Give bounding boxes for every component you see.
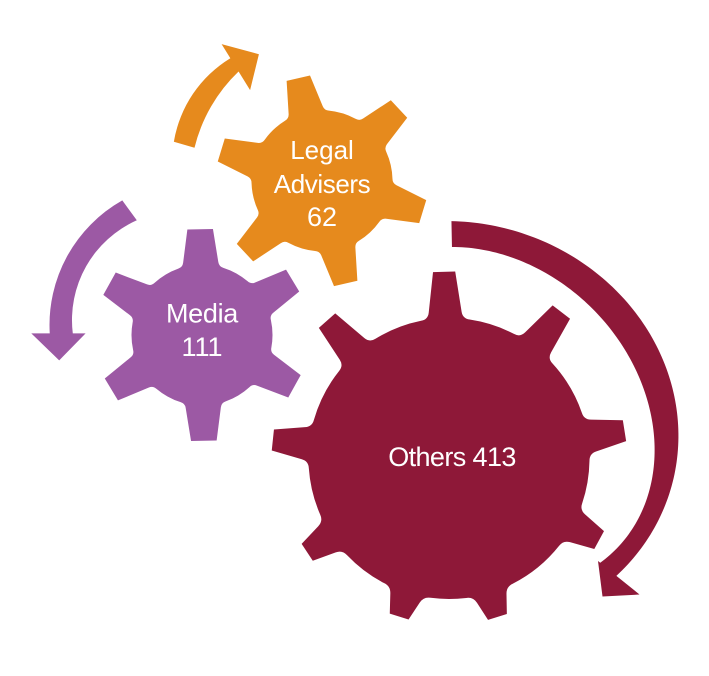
svg-text:Others 413: Others 413 [388, 442, 516, 472]
svg-text:Advisers: Advisers [274, 169, 371, 199]
svg-text:111: 111 [181, 332, 222, 362]
svg-text:Media: Media [166, 299, 239, 329]
svg-text:62: 62 [307, 202, 337, 232]
svg-text:Legal: Legal [290, 135, 354, 165]
